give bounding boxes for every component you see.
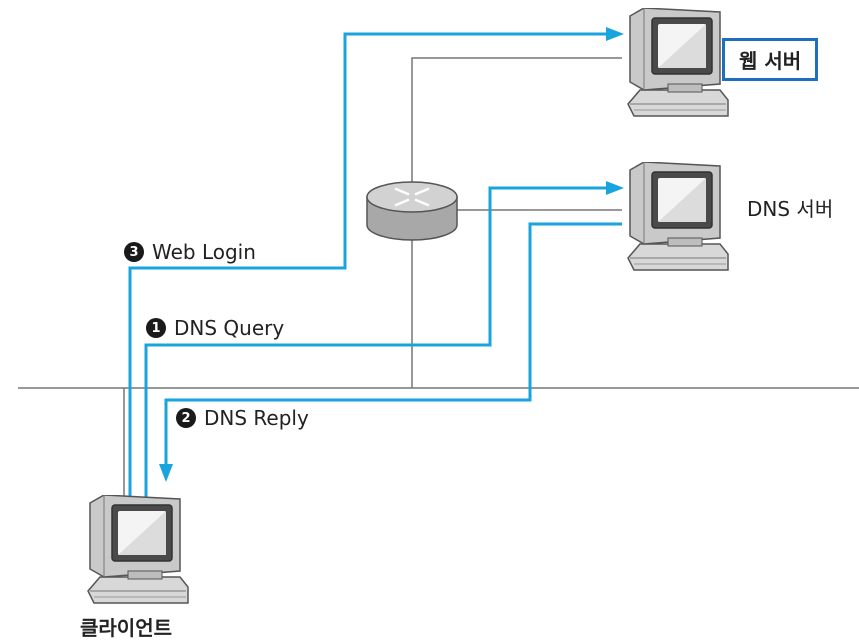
arrowhead-dns-reply [159,464,173,482]
arrowhead-dns-query [606,181,624,195]
client-computer-icon [87,495,189,604]
arrowhead-web-login [606,27,624,41]
step-dns-reply: 2 DNS Reply [176,406,309,430]
router-to-web-server [411,57,622,190]
step-number-badge: 1 [146,318,166,338]
path-dns-query [144,186,612,500]
web-server-computer-icon [627,8,729,117]
dns-server-label: DNS 서버 [747,197,834,221]
step-dns-query: 1 DNS Query [146,316,284,340]
path-web-login [128,32,612,500]
network-wires [18,57,859,500]
client-label: 클라이언트 [80,616,172,640]
step-web-login: 3 Web Login [124,240,256,264]
router-icon [366,181,458,241]
path-dns-reply [164,222,622,470]
step-label: DNS Query [174,316,285,340]
step-number-badge: 3 [124,242,144,262]
step-label: Web Login [152,240,256,264]
step-label: DNS Reply [204,406,309,430]
step-number-badge: 2 [176,408,196,428]
web-server-label: 웹 서버 [722,38,819,81]
dns-server-computer-icon [627,162,729,271]
